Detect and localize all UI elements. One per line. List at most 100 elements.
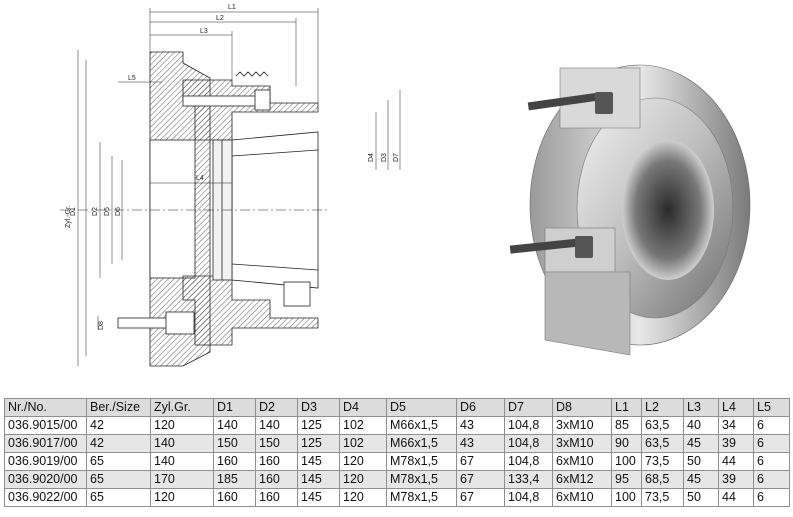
- table-cell: 125: [297, 434, 340, 453]
- table-cell: 6xM10: [552, 452, 612, 471]
- label-D7: D7: [393, 153, 400, 162]
- label-L1: L1: [228, 4, 236, 11]
- column-header: L5: [753, 398, 790, 417]
- table-cell: 39: [718, 434, 754, 453]
- table-cell: M78x1,5: [386, 470, 457, 489]
- column-header: Ber./Size: [86, 398, 151, 417]
- table-cell: 6: [753, 434, 790, 453]
- table-cell: 73,5: [641, 452, 684, 471]
- table-cell: 160: [213, 488, 256, 507]
- column-header: Nr./No.: [4, 398, 87, 417]
- column-header: Zyl.Gr.: [150, 398, 214, 417]
- column-header: L2: [641, 398, 684, 417]
- table-cell: 140: [150, 434, 214, 453]
- table-cell: 6: [753, 416, 790, 435]
- technical-drawing: L1 L2 L3 L4 L5 D1 Zyl.-Gr. D2 D5 D6 D8 D…: [60, 4, 751, 367]
- bolt-upper: [182, 95, 259, 107]
- table-cell: 40: [683, 416, 719, 435]
- table-cell: 85: [611, 416, 642, 435]
- table-cell: 39: [718, 470, 754, 489]
- table-cell: 34: [718, 416, 754, 435]
- table-cell: 100: [611, 488, 642, 507]
- table-cell: 145: [297, 488, 340, 507]
- table-cell: 67: [456, 470, 505, 489]
- table-cell: 3xM10: [552, 416, 612, 435]
- table-cell: 100: [611, 452, 642, 471]
- table-cell: 185: [213, 470, 256, 489]
- table-cell: 63,5: [641, 434, 684, 453]
- table-cell: 160: [255, 488, 298, 507]
- table-cell: 104,8: [504, 416, 553, 435]
- column-header: D8: [552, 398, 612, 417]
- table-cell: 6xM10: [552, 488, 612, 507]
- table-cell: 68,5: [641, 470, 684, 489]
- table-cell: 50: [683, 452, 719, 471]
- table-cell: 42: [86, 416, 151, 435]
- dimension-lines: [77, 8, 401, 366]
- table-cell: 170: [150, 470, 214, 489]
- label-L5: L5: [128, 75, 136, 82]
- body-lower-section: [182, 275, 319, 346]
- table-cell: 160: [255, 452, 298, 471]
- table-cell: 160: [213, 452, 256, 471]
- table-cell: 160: [255, 470, 298, 489]
- table-cell: 63,5: [641, 416, 684, 435]
- table-cell: 65: [86, 488, 151, 507]
- label-L2: L2: [216, 15, 224, 22]
- render-bolt-upper: [527, 92, 599, 111]
- table-cell: 036.9019/00: [4, 452, 87, 471]
- table-cell: 150: [255, 434, 298, 453]
- table-cell: 140: [150, 452, 214, 471]
- table-cell: 036.9020/00: [4, 470, 87, 489]
- table-cell: 036.9015/00: [4, 416, 87, 435]
- table-cell: 120: [150, 488, 214, 507]
- table-cell: 145: [297, 470, 340, 489]
- table-cell: 43: [456, 434, 505, 453]
- table-cell: 140: [213, 416, 256, 435]
- table-cell: 73,5: [641, 488, 684, 507]
- table-cell: 036.9017/00: [4, 434, 87, 453]
- column-header: D5: [386, 398, 457, 417]
- column-header: D3: [297, 398, 340, 417]
- label-D2: D2: [92, 207, 99, 216]
- label-D1: D1: [70, 207, 77, 216]
- table-cell: 140: [255, 416, 298, 435]
- table-cell: 44: [718, 452, 754, 471]
- table-cell: 150: [213, 434, 256, 453]
- table-cell: 120: [150, 416, 214, 435]
- label-zyl: Zyl.-Gr.: [65, 205, 72, 228]
- label-D3: D3: [381, 153, 388, 162]
- table-cell: 67: [456, 488, 505, 507]
- table-cell: 104,8: [504, 488, 553, 507]
- table-cell: 036.9022/00: [4, 488, 87, 507]
- table-cell: 104,8: [504, 434, 553, 453]
- table-cell: M78x1,5: [386, 452, 457, 471]
- label-L3: L3: [200, 28, 208, 35]
- column-header: L1: [611, 398, 642, 417]
- label-D5: D5: [104, 207, 111, 216]
- label-L4: L4: [196, 175, 204, 182]
- table-cell: 90: [611, 434, 642, 453]
- table-cell: M66x1,5: [386, 416, 457, 435]
- column-header: D4: [339, 398, 387, 417]
- table-cell: 6xM12: [552, 470, 612, 489]
- label-D4: D4: [368, 153, 375, 162]
- table-cell: 102: [339, 434, 387, 453]
- label-D8: D8: [98, 321, 105, 330]
- product-render: [509, 64, 751, 356]
- table-cell: 120: [339, 488, 387, 507]
- table-cell: 3xM10: [552, 434, 612, 453]
- table-cell: 45: [683, 470, 719, 489]
- table-cell: 65: [86, 470, 151, 489]
- render-bolt-lower: [509, 238, 581, 254]
- table-cell: 102: [339, 416, 387, 435]
- table-cell: 50: [683, 488, 719, 507]
- table-cell: 145: [297, 452, 340, 471]
